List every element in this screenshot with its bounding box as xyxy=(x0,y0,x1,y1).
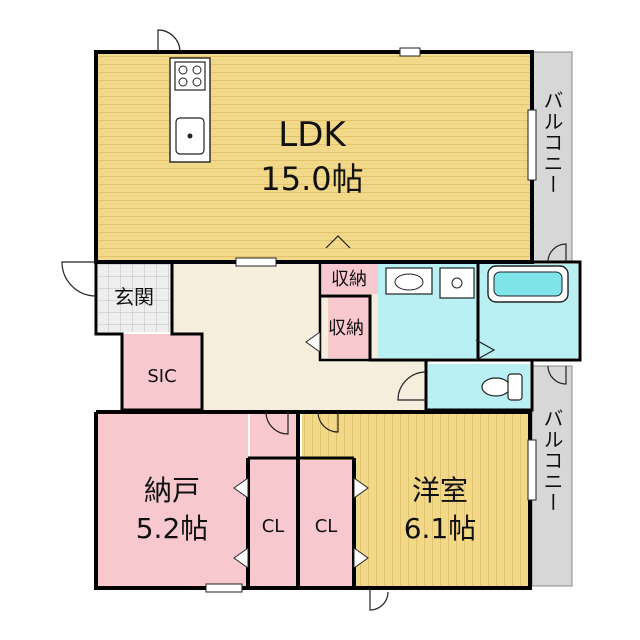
room-label-storage-upper: 収納 xyxy=(331,269,367,290)
washing-machine-icon xyxy=(439,267,475,299)
room-ldk xyxy=(98,54,530,260)
room-label-nando: 納戸 xyxy=(144,474,200,507)
nando-upper-strip xyxy=(250,414,300,460)
room-label-storage-lower: 収納 xyxy=(328,318,364,339)
stove-icon xyxy=(174,61,206,91)
room-area-ldk: 15.0帖 xyxy=(260,160,363,198)
room-label-yoshitsu: 洋室 xyxy=(412,474,468,507)
room-genkan xyxy=(98,262,172,332)
storage-upper xyxy=(322,262,378,294)
room-yoshitsu xyxy=(302,414,530,460)
room-yoshitsu-main xyxy=(352,460,530,586)
storage-lower xyxy=(328,296,370,358)
room-label-cl-right: CL xyxy=(315,516,338,537)
closet-left xyxy=(250,460,296,586)
room-area-yoshitsu: 6.1帖 xyxy=(404,512,477,545)
room-label-sic: SIC xyxy=(147,366,176,387)
room-sic xyxy=(122,334,202,410)
washbasin-icon xyxy=(385,267,433,295)
toilet-icon xyxy=(481,377,511,397)
doors xyxy=(61,29,567,611)
room-label-cl-left: CL xyxy=(262,516,285,537)
closet-door-marks xyxy=(233,331,369,569)
room-nando xyxy=(98,414,248,586)
balcony-upper xyxy=(531,51,573,263)
windows xyxy=(205,47,537,593)
room-label-ldk: LDK xyxy=(278,115,347,155)
balcony-lower xyxy=(531,365,573,587)
balcony-label-upper: バルコニー xyxy=(540,90,564,195)
room-area-nando: 5.2帖 xyxy=(136,512,209,545)
room-label-genkan: 玄関 xyxy=(114,285,154,309)
closet-right xyxy=(300,460,352,586)
balcony-label-lower: バルコニー xyxy=(540,408,564,513)
